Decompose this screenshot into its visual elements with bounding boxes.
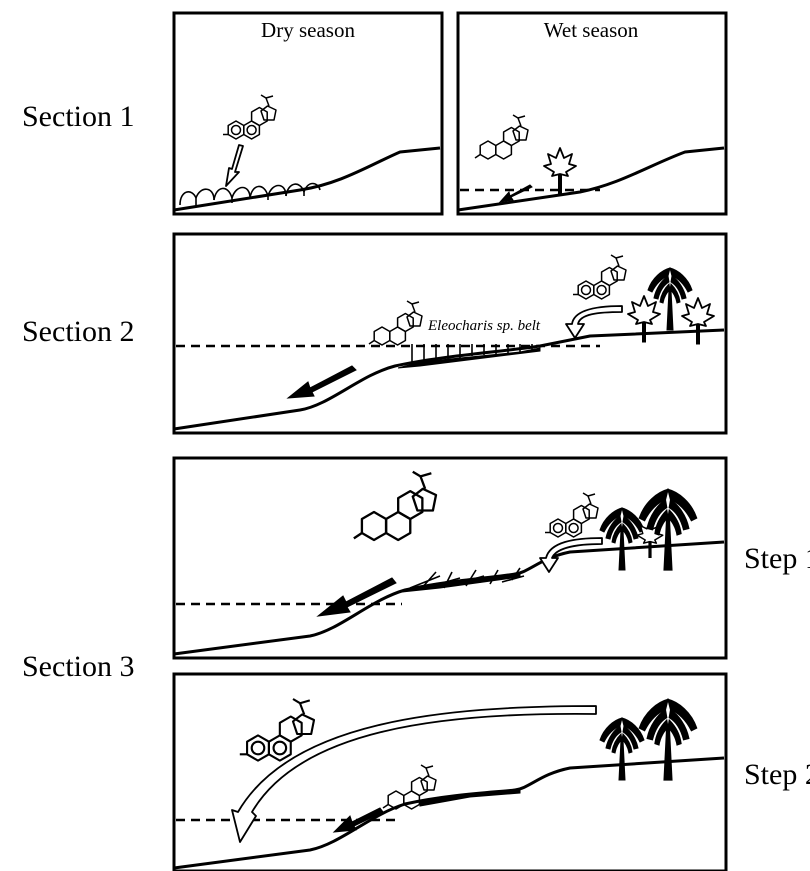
section-3-label: Section 3: [22, 650, 135, 683]
transport-arrow: [565, 305, 623, 339]
transport-arrow: [316, 577, 397, 617]
panel-step-2: [172, 672, 728, 871]
transport-arrow: [539, 537, 603, 573]
transport-arrow: [498, 184, 533, 203]
panel-dry-season: Dry season: [172, 11, 444, 216]
belt-label: Eleocharis sp. belt: [427, 318, 541, 334]
section-2-label: Section 2: [22, 315, 135, 348]
sediment-layer: [419, 789, 521, 807]
plant-debris-layer: [401, 567, 525, 593]
long-transport-arrow: [231, 705, 597, 843]
dry-season-title: Dry season: [261, 18, 355, 42]
step-2-label: Step 2: [744, 758, 810, 791]
eleocharis-belt: [397, 344, 541, 369]
section-1-label: Section 1: [22, 100, 135, 133]
slope-profile: [173, 328, 725, 431]
slope-profile: [173, 756, 725, 870]
panel-section-2: Eleocharis sp. belt: [172, 232, 728, 435]
wet-season-title: Wet season: [544, 18, 639, 42]
slope-profile: [173, 540, 725, 656]
panel-wet-season: Wet season: [456, 11, 728, 216]
transport-arrow: [286, 365, 357, 399]
grass-tufts: [179, 182, 321, 206]
transport-arrow: [332, 807, 384, 833]
transport-arrow: [225, 144, 244, 187]
panel-step-1: [172, 456, 728, 660]
step-1-label: Step 1: [744, 542, 810, 575]
